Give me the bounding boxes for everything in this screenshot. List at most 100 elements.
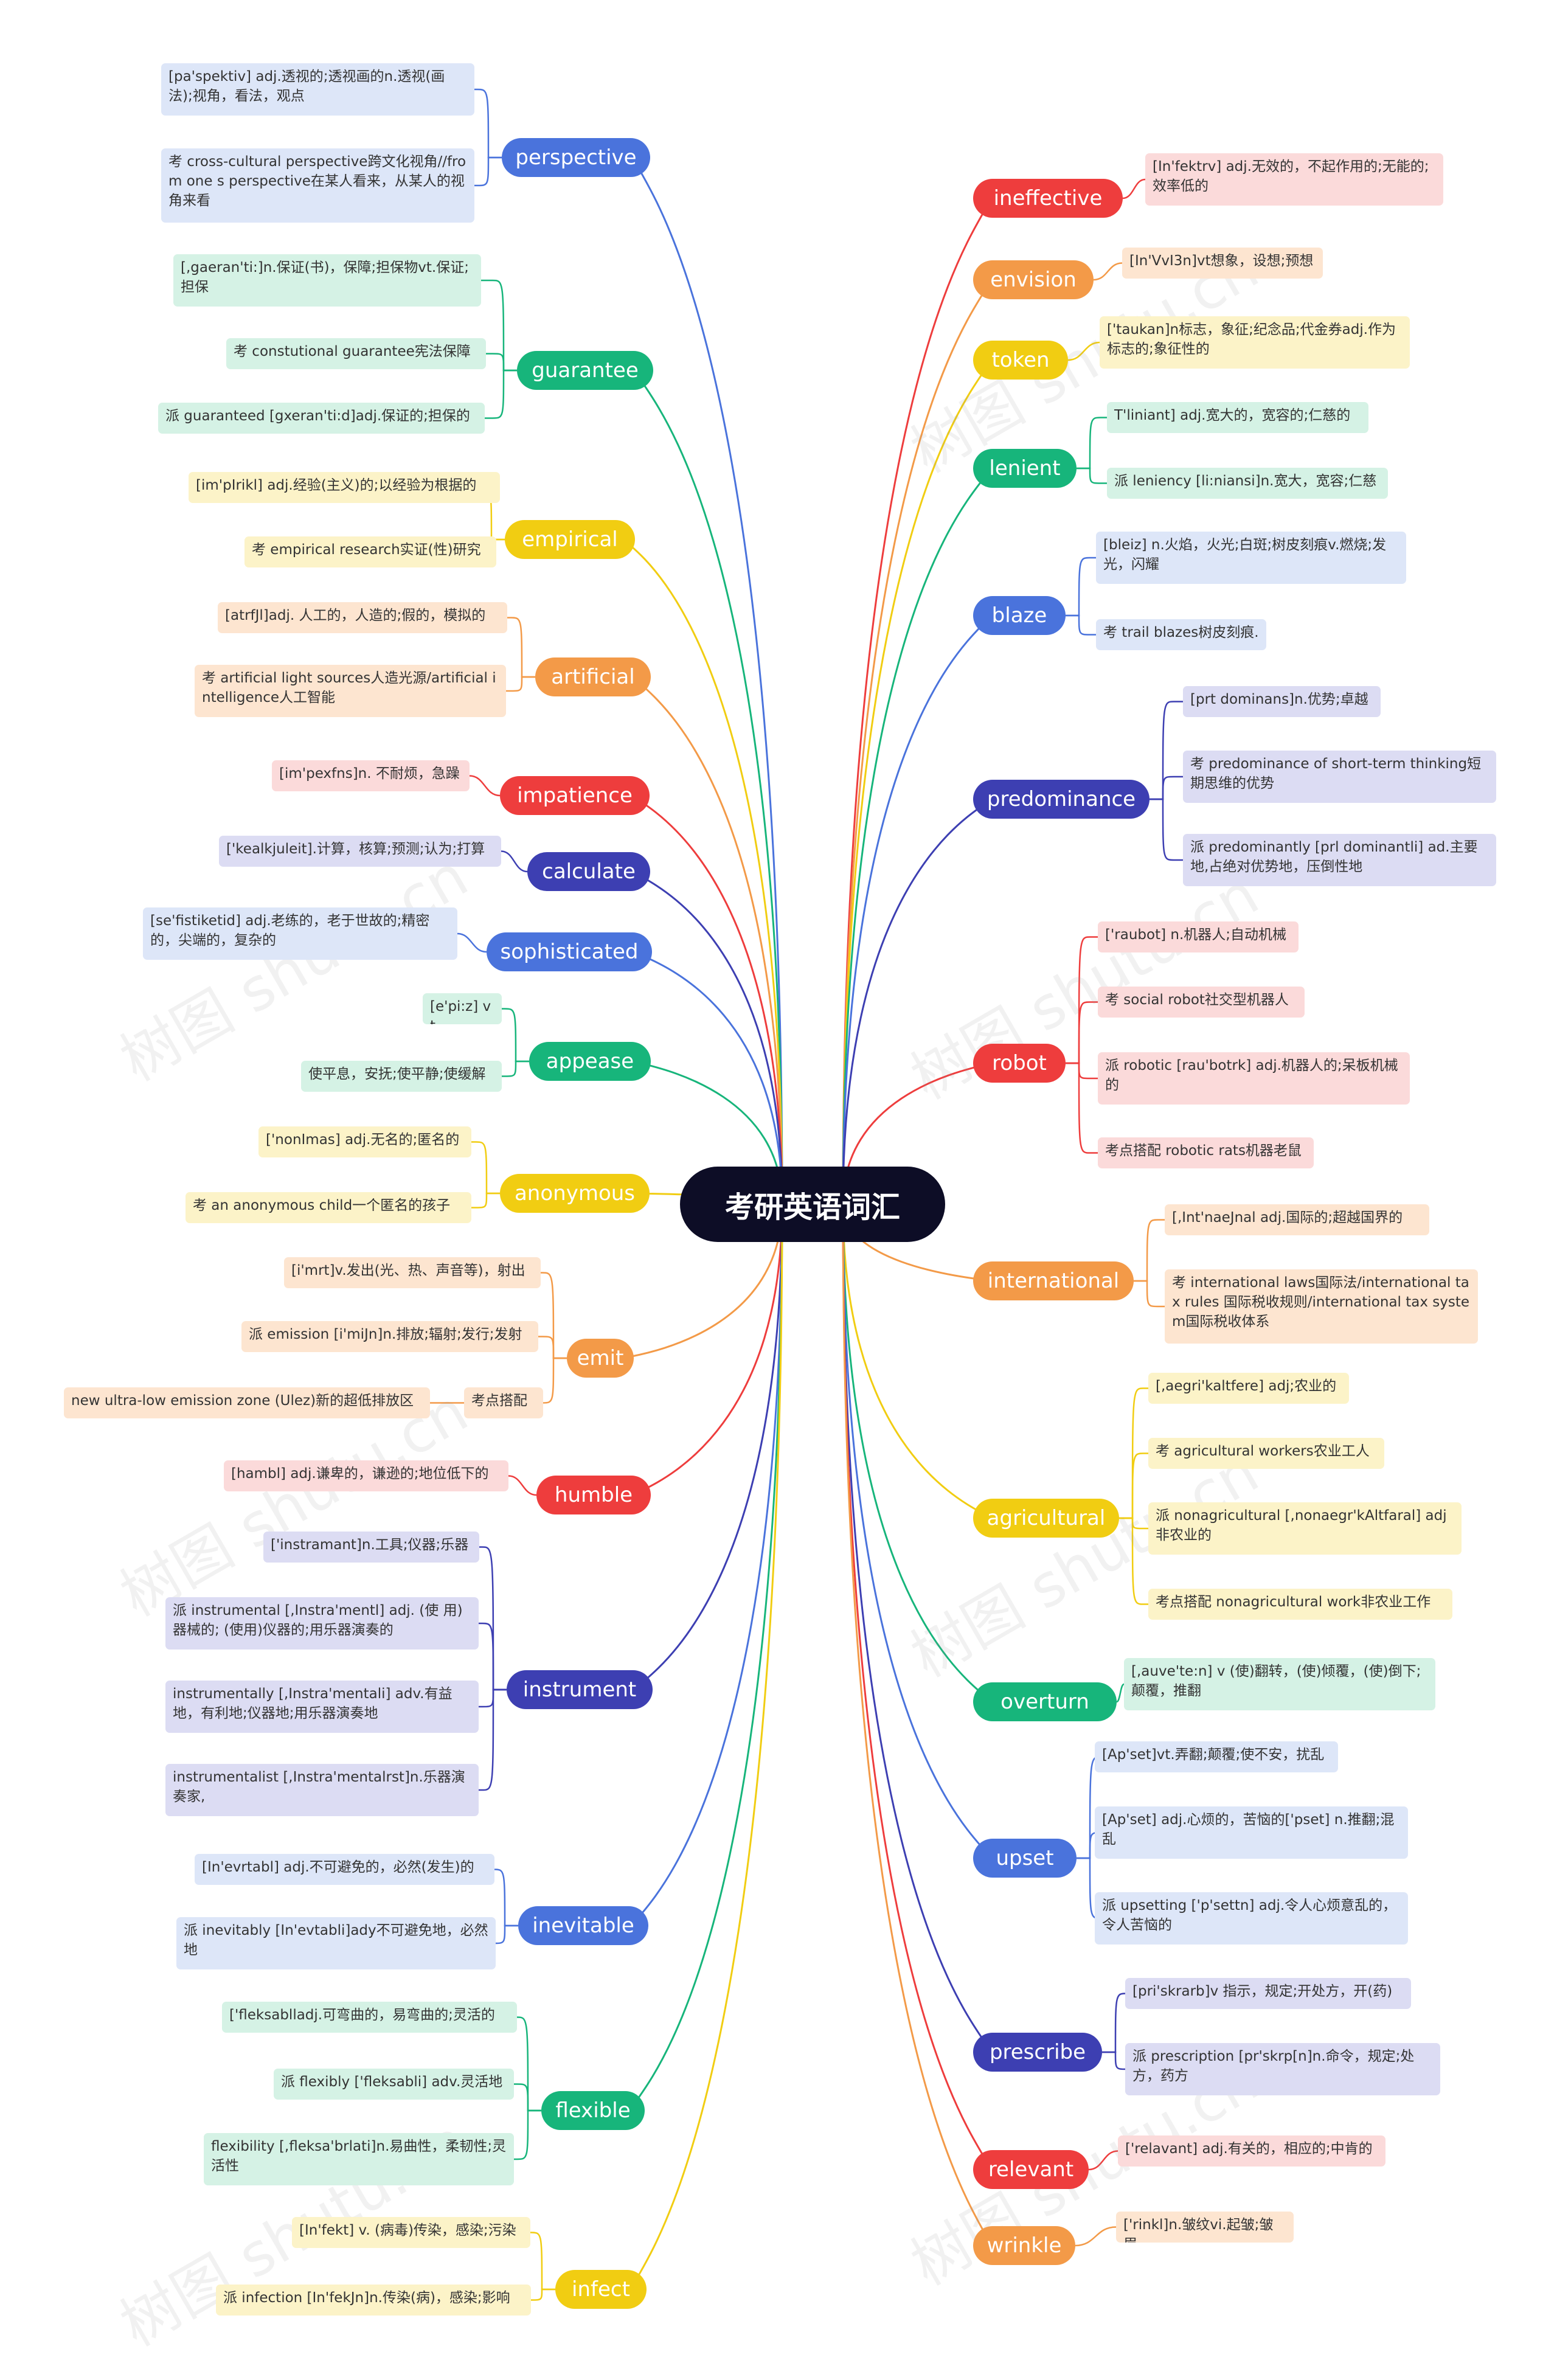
note-instrument-2: instrumentally [,Instra'mentali] adv.有益地…: [165, 1681, 479, 1733]
note-infect-0: [In'fekt] v. (病毒)传染，感染;污染: [292, 2217, 530, 2248]
connector-line: [1066, 1062, 1098, 1080]
note-agricultural-3: 考点搭配 nonagricultural work非农业工作: [1148, 1589, 1452, 1620]
note-predominance-1: 考 predominance of short-term thinking短期思…: [1183, 751, 1496, 803]
connector-line: [479, 1622, 507, 1691]
connector-line: [493, 1924, 518, 1945]
note-international-0: [,Int'naeJnal adj.国际的;超越国界的: [1165, 1204, 1429, 1235]
branch-topic-empirical[interactable]: empirical: [505, 520, 635, 559]
note-ineffective-0: [In'fektrv] adj.无效的，不起作用的;无能的;效率低的: [1145, 153, 1443, 206]
note-robot-0: ['raubot] n.机器人;自动机械: [1098, 921, 1299, 952]
note-robot-3: 考点搭配 robotic rats机器老鼠: [1098, 1137, 1314, 1168]
note-overturn-0: [,auve'te:n] v (使)翻转，(使)倾覆，(使)倒下;颠覆，推翻: [1124, 1658, 1435, 1710]
note-instrument-1: 派 instrumental [,Instra'mentl] adj. (使 用…: [165, 1597, 479, 1650]
connector-line: [842, 197, 990, 1205]
branch-topic-sophisticated[interactable]: sophisticated: [487, 932, 652, 971]
branch-topic-relevant[interactable]: relevant: [973, 2150, 1089, 2189]
connector-line: [842, 798, 990, 1205]
branch-topic-prescribe[interactable]: prescribe: [973, 2033, 1102, 2072]
note-blaze-1: 考 trail blazes树皮刻痕.: [1096, 619, 1266, 650]
connector-line: [842, 1204, 990, 2053]
branch-topic-ineffective[interactable]: ineffective: [973, 179, 1123, 218]
branch-topic-humble[interactable]: humble: [536, 1476, 651, 1514]
central-topic[interactable]: 考研英语词汇: [680, 1167, 945, 1242]
connector-line: [506, 676, 535, 692]
branch-topic-appease[interactable]: appease: [529, 1042, 651, 1081]
note-guarantee-2: 派 guaranteed [gxeran'ti:d]adj.保证的;担保的: [158, 403, 485, 434]
note-perspective-0: [pa'spektiv] adj.透视的;透视画的n.透视(画法);视角，看法，…: [161, 63, 474, 116]
connector-line: [474, 156, 502, 187]
connector-line: [493, 1868, 518, 1927]
note-emit-sub: new ultra-low emission zone (Ulez)新的超低排放…: [64, 1387, 430, 1418]
branch-topic-infect[interactable]: infect: [555, 2270, 647, 2309]
branch-topic-artificial[interactable]: artificial: [535, 657, 651, 696]
note-calculate-0: ['kealkjuleit].计算，核算;预测;认为;打算: [219, 836, 501, 867]
note-token-0: ['taukan]n标志，象征;纪念品;代金券adj.作为标志的;象征性的: [1100, 316, 1410, 369]
note-prescribe-1: 派 prescription [pr'skrp[n]n.命令，规定;处方，药方: [1125, 2043, 1440, 2095]
connector-line: [1093, 262, 1123, 281]
connector-line: [1077, 467, 1107, 484]
connector-line: [1119, 1517, 1148, 1605]
branch-topic-perspective[interactable]: perspective: [502, 138, 650, 177]
branch-topic-emit[interactable]: emit: [567, 1339, 634, 1378]
branch-topic-calculate[interactable]: calculate: [527, 852, 650, 891]
connector-line: [516, 2016, 541, 2112]
note-inevitable-1: 派 inevitably [In'evtabli]ady不可避免地，必然地: [176, 1917, 496, 1969]
connector-line: [842, 279, 990, 1205]
connector-line: [486, 353, 517, 372]
connector-line: [469, 775, 501, 797]
connector-line: [1066, 614, 1096, 636]
note-predominance-2: 派 predominantly [prl dominantli] ad.主要地,…: [1183, 834, 1496, 886]
connector-line: [1134, 1219, 1165, 1282]
connector-line: [514, 2109, 541, 2160]
branch-topic-anonymous[interactable]: anonymous: [500, 1174, 650, 1213]
note-predominance-0: [prt dominans]n.优势;卓越: [1183, 686, 1381, 717]
note-empirical-0: [im'pIrikl] adj.经验(主义)的;以经验为根据的: [189, 472, 500, 503]
branch-topic-inevitable[interactable]: inevitable: [518, 1906, 648, 1945]
connector-line: [479, 1688, 507, 1791]
connector-line: [508, 1475, 537, 1496]
branch-topic-wrinkle[interactable]: wrinkle: [973, 2226, 1075, 2265]
note-emit-0: [i'mrt]v.发出(光、热、声音等)，射出: [284, 1257, 541, 1288]
connector-line: [635, 870, 783, 1205]
branch-topic-blaze[interactable]: blaze: [973, 596, 1066, 635]
branch-topic-predominance[interactable]: predominance: [973, 780, 1150, 819]
note-humble-0: [hambl] adj.谦卑的，谦逊的;地位低下的: [224, 1460, 508, 1491]
branch-topic-agricultural[interactable]: agricultural: [973, 1499, 1119, 1538]
branch-topic-token[interactable]: token: [973, 341, 1068, 380]
note-anonymous-0: ['nonImas] adj.无名的;匿名的: [258, 1126, 471, 1157]
branch-topic-international[interactable]: international: [973, 1261, 1134, 1300]
branch-topic-upset[interactable]: upset: [973, 1839, 1077, 1878]
connector-line: [1077, 417, 1107, 470]
note-flexible-2: flexibility [,fleksa'brlati]n.易曲性，柔韧性;灵活…: [204, 2133, 514, 2185]
connector-line: [1116, 1683, 1125, 1703]
note-appease-0: [e'pi:z] vt: [423, 993, 502, 1024]
connector-line: [502, 1008, 529, 1063]
note-agricultural-1: 考 agricultural workers农业工人: [1148, 1438, 1384, 1469]
note-artificial-0: [atrfJl]adj. 人工的，人造的;假的，模拟的: [218, 602, 507, 633]
note-appease-1: 使平息，安抚;使平静;使缓解: [301, 1061, 502, 1092]
branch-topic-overturn[interactable]: overturn: [973, 1682, 1117, 1721]
note-guarantee-1: 考 constutional guarantee宪法保障: [226, 338, 486, 369]
note-robot-2: 派 robotic [rau'botrk] adj.机器人的;呆板机械的: [1098, 1052, 1410, 1105]
connector-line: [538, 1336, 567, 1359]
branch-topic-instrument[interactable]: instrument: [507, 1670, 653, 1709]
branch-topic-envision[interactable]: envision: [973, 260, 1094, 299]
branch-topic-robot[interactable]: robot: [973, 1044, 1066, 1083]
connector-line: [1119, 1517, 1148, 1530]
note-international-1: 考 international laws国际法/international ta…: [1165, 1269, 1478, 1344]
connector-line: [1066, 1001, 1098, 1064]
branch-topic-lenient[interactable]: lenient: [973, 449, 1077, 488]
note-upset-2: 派 upsetting ['p'settn] adj.令人心烦意乱的，令人苦恼的: [1095, 1892, 1408, 1945]
note-emit-1: 派 emission [i'miJn]n.排放;辐射;发行;发射: [241, 1321, 538, 1352]
connector-line: [1134, 1280, 1165, 1308]
branch-topic-impatience[interactable]: impatience: [500, 776, 650, 815]
note-upset-1: [Ap'set] adj.心烦的，苦恼的['pset] n.推翻;混乱: [1095, 1806, 1408, 1859]
connector-line: [631, 1204, 783, 2112]
connector-line: [1088, 2150, 1118, 2171]
branch-topic-flexible[interactable]: flexible: [541, 2091, 645, 2130]
note-agricultural-0: [,aegri'kaltfere] adj;农业的: [1148, 1373, 1349, 1404]
connector-line: [842, 359, 990, 1205]
connector-line: [1102, 1993, 1127, 2053]
note-instrument-3: instrumentalist [,Instra'mentalrst]n.乐器演…: [165, 1764, 479, 1816]
branch-topic-guarantee[interactable]: guarantee: [517, 351, 653, 390]
